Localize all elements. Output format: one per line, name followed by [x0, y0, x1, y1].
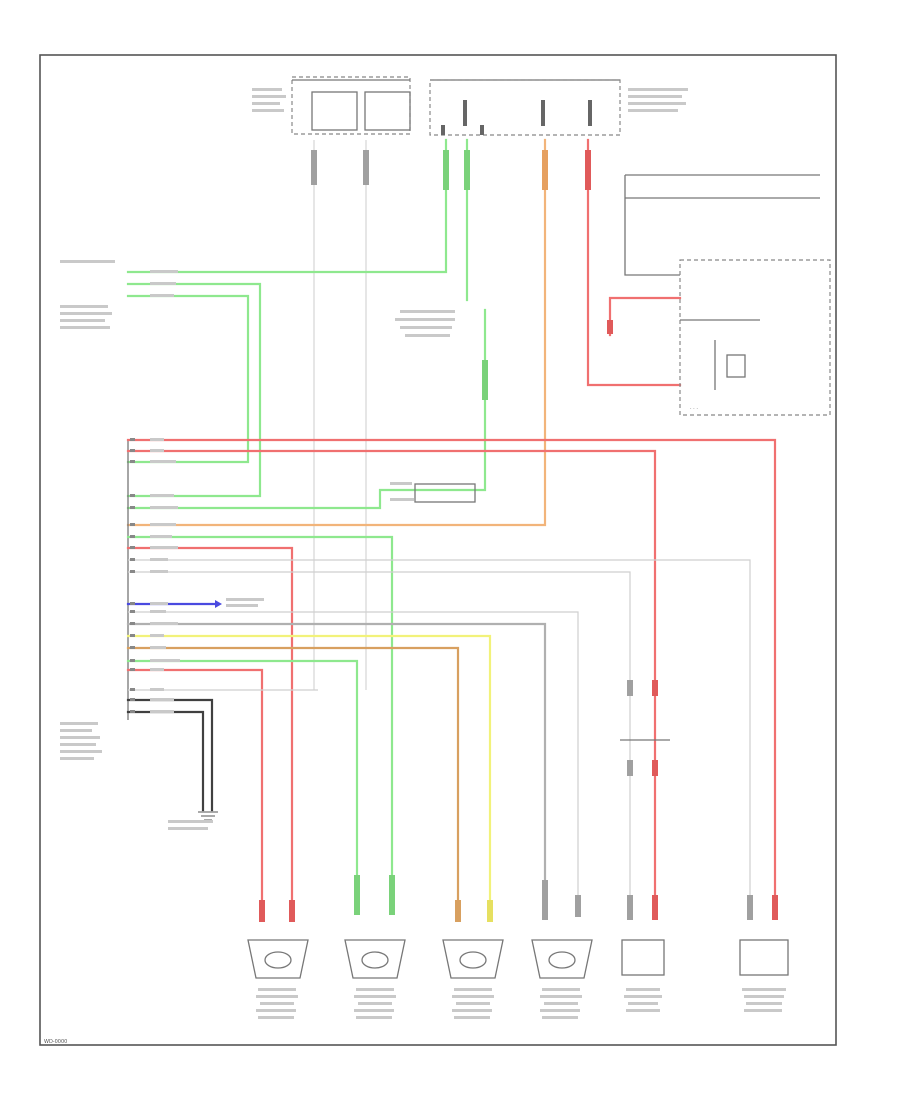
page-id: WD-0000	[44, 1039, 67, 1045]
connector-mark	[585, 150, 591, 190]
wire-gray-b	[128, 571, 631, 900]
diagram-border	[39, 54, 837, 1046]
wire-gray-d	[126, 622, 547, 902]
top-fuse-box	[252, 76, 688, 136]
svg-text:· · ·: · · ·	[690, 406, 698, 412]
ground-symbol	[198, 811, 218, 821]
left-top-connector	[60, 260, 115, 329]
blue-target-label	[226, 604, 258, 607]
top-right-label-block	[628, 88, 688, 112]
sensor-front-right	[344, 875, 406, 979]
wire-gray-c	[128, 611, 579, 900]
wire-red-2	[126, 449, 657, 902]
top-left-label-block	[252, 88, 286, 112]
wire-green-c	[126, 282, 262, 498]
wire-green-a	[126, 138, 448, 274]
main-module-label	[60, 722, 102, 760]
junction-box	[414, 483, 476, 503]
sensor-rear-left	[442, 900, 504, 979]
sensor-rear-right	[531, 880, 593, 979]
connector-mark	[482, 360, 488, 400]
brake-switch	[621, 895, 665, 976]
splice-connector	[620, 680, 670, 776]
wire-tan	[126, 646, 460, 902]
relay-box: · · ·	[607, 174, 831, 416]
rear-module	[739, 895, 789, 976]
wire-gray-a	[128, 559, 751, 900]
wire-red-4	[126, 668, 264, 902]
pin-numbers	[130, 438, 135, 713]
sensor-labels	[256, 988, 786, 1019]
wire-code-labels	[150, 270, 455, 830]
wire-orange	[126, 138, 547, 527]
connector-mark	[464, 150, 470, 190]
wire-green-e	[126, 308, 487, 510]
wire-green-g	[126, 659, 359, 902]
wire-red-top	[586, 138, 682, 387]
fuse-symbol	[441, 100, 592, 135]
wire-yellow	[126, 634, 492, 902]
connector-mark	[363, 150, 369, 185]
wire-dark-2	[126, 710, 205, 812]
wire-dark-1	[126, 698, 214, 812]
blue-target-label	[226, 598, 264, 601]
connector-mark	[443, 150, 449, 190]
blue-arrow	[215, 600, 222, 608]
wire-green-d	[126, 294, 250, 464]
connector-mark	[311, 150, 317, 185]
sensor-front-left	[247, 900, 309, 979]
wire-red-1	[126, 438, 777, 902]
wire-green-f	[126, 535, 394, 902]
connector-mark	[542, 150, 548, 190]
wire-red-3	[126, 546, 294, 902]
